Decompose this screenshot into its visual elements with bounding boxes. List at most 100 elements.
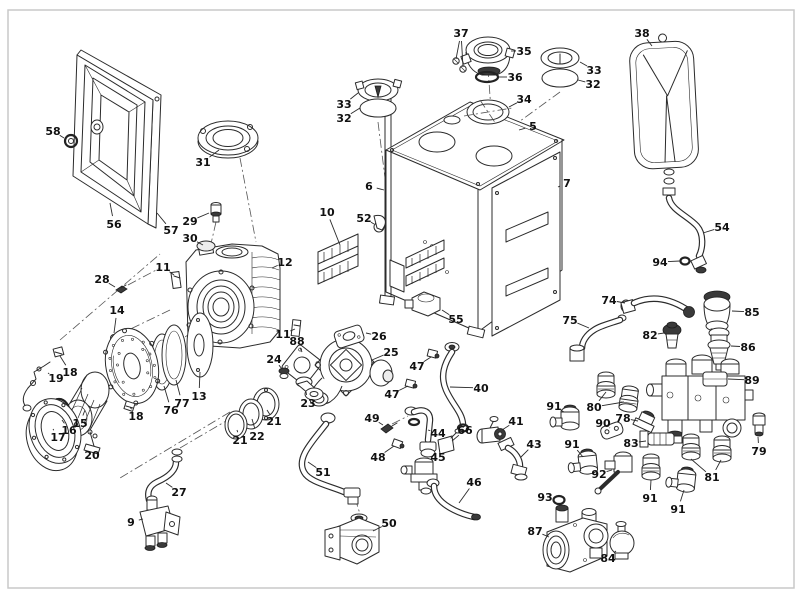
leader-line bbox=[209, 149, 220, 158]
part-label-32: 32 bbox=[585, 78, 600, 91]
latch-52 bbox=[373, 214, 386, 233]
part-label-16: 16 bbox=[61, 424, 77, 437]
part-label-44: 44 bbox=[430, 427, 446, 440]
leader-line bbox=[690, 458, 707, 473]
leader-line bbox=[278, 364, 283, 370]
leader-line bbox=[169, 271, 175, 276]
leader-line bbox=[601, 401, 625, 407]
leader-line bbox=[398, 385, 409, 391]
leader-line bbox=[384, 445, 395, 453]
leader-line bbox=[649, 479, 652, 491]
oring-93 bbox=[552, 494, 566, 506]
leader-line bbox=[329, 219, 341, 246]
leader-line bbox=[138, 518, 144, 521]
leader-line bbox=[305, 391, 308, 396]
sensor-49 bbox=[380, 422, 398, 434]
screw-28 bbox=[115, 284, 128, 294]
part-label-29: 29 bbox=[182, 215, 197, 228]
oring-94 bbox=[679, 256, 691, 266]
image-border bbox=[7, 9, 795, 589]
part-label-92: 92 bbox=[591, 468, 606, 481]
part-label-13: 13 bbox=[191, 390, 206, 403]
leader-line bbox=[251, 418, 256, 429]
leader-line bbox=[350, 107, 361, 115]
fittings-80 bbox=[596, 371, 641, 414]
part-label-57: 57 bbox=[163, 224, 178, 237]
valve-45 bbox=[400, 457, 438, 495]
leader-line bbox=[198, 371, 201, 389]
part-label-45: 45 bbox=[430, 451, 445, 464]
hydraulic-manifold-89 bbox=[646, 354, 754, 438]
gas-pipe-51 bbox=[298, 412, 361, 505]
leader-line bbox=[715, 459, 722, 471]
insulation-discs-13-76-77 bbox=[150, 312, 214, 391]
part-label-51: 51 bbox=[315, 466, 330, 479]
leader-line bbox=[163, 385, 170, 403]
leader-line bbox=[165, 482, 173, 488]
electrode-bracket-20 bbox=[83, 429, 101, 455]
clip-48 bbox=[391, 438, 405, 449]
leader-line bbox=[576, 449, 584, 458]
part-label-15: 15 bbox=[72, 417, 87, 430]
part-label-54: 54 bbox=[714, 221, 730, 234]
part-label-75: 75 bbox=[562, 314, 577, 327]
part-label-40: 40 bbox=[473, 382, 489, 395]
part-label-58: 58 bbox=[45, 125, 60, 138]
leader-line bbox=[197, 212, 210, 219]
leader-line bbox=[657, 332, 665, 335]
part-label-32: 32 bbox=[336, 112, 351, 125]
leader-line bbox=[679, 489, 685, 502]
leader-line bbox=[59, 355, 67, 366]
leader-line bbox=[423, 356, 432, 363]
fittings-81 bbox=[681, 433, 732, 463]
part-label-33: 33 bbox=[336, 98, 351, 111]
part-label-91: 91 bbox=[546, 400, 561, 413]
burner-mounting-plate bbox=[103, 327, 161, 406]
leader-line bbox=[108, 282, 116, 288]
fan-25 bbox=[309, 333, 394, 407]
part-label-11: 11 bbox=[275, 328, 290, 341]
pipe-46 bbox=[426, 478, 481, 521]
part-label-28: 28 bbox=[94, 273, 109, 286]
leader-line bbox=[370, 221, 375, 225]
part-label-78: 78 bbox=[615, 412, 630, 425]
cap-82 bbox=[662, 321, 682, 349]
leader-line bbox=[455, 40, 460, 60]
plate-90 bbox=[600, 421, 624, 440]
part-label-47: 47 bbox=[384, 388, 399, 401]
leader-line bbox=[365, 332, 372, 335]
leader-line bbox=[350, 92, 359, 100]
part-label-90: 90 bbox=[595, 417, 611, 430]
condensate-pipe-27 bbox=[145, 448, 183, 504]
leader-line bbox=[47, 372, 50, 375]
leader-line bbox=[449, 386, 474, 389]
part-label-18: 18 bbox=[62, 366, 77, 379]
part-label-52: 52 bbox=[356, 212, 371, 225]
part-label-27: 27 bbox=[171, 486, 186, 499]
flue-gasket-36 bbox=[474, 70, 500, 84]
part-label-91: 91 bbox=[564, 438, 579, 451]
leader-line bbox=[598, 391, 607, 402]
pressure-switch-55 bbox=[404, 291, 441, 317]
gas-valve-50 bbox=[324, 513, 380, 565]
leader-line bbox=[175, 379, 181, 396]
clip-47-lower bbox=[404, 378, 418, 389]
part-label-6: 6 bbox=[365, 180, 373, 193]
fitting-41 bbox=[476, 416, 506, 444]
leader-line bbox=[638, 440, 647, 443]
leader-line bbox=[266, 409, 271, 415]
hose-43 bbox=[497, 436, 528, 481]
leader-line bbox=[630, 419, 639, 422]
leader-line bbox=[61, 419, 65, 424]
leader-line bbox=[59, 134, 65, 139]
leader-line bbox=[376, 187, 385, 191]
leader-line bbox=[307, 461, 317, 468]
flue-screws-37 bbox=[452, 57, 467, 73]
flange-ring-31 bbox=[197, 120, 259, 159]
part-label-79: 79 bbox=[751, 445, 766, 458]
leader-line bbox=[518, 127, 526, 131]
hx-clip-right-11 bbox=[290, 319, 302, 337]
leader-line bbox=[501, 424, 510, 431]
